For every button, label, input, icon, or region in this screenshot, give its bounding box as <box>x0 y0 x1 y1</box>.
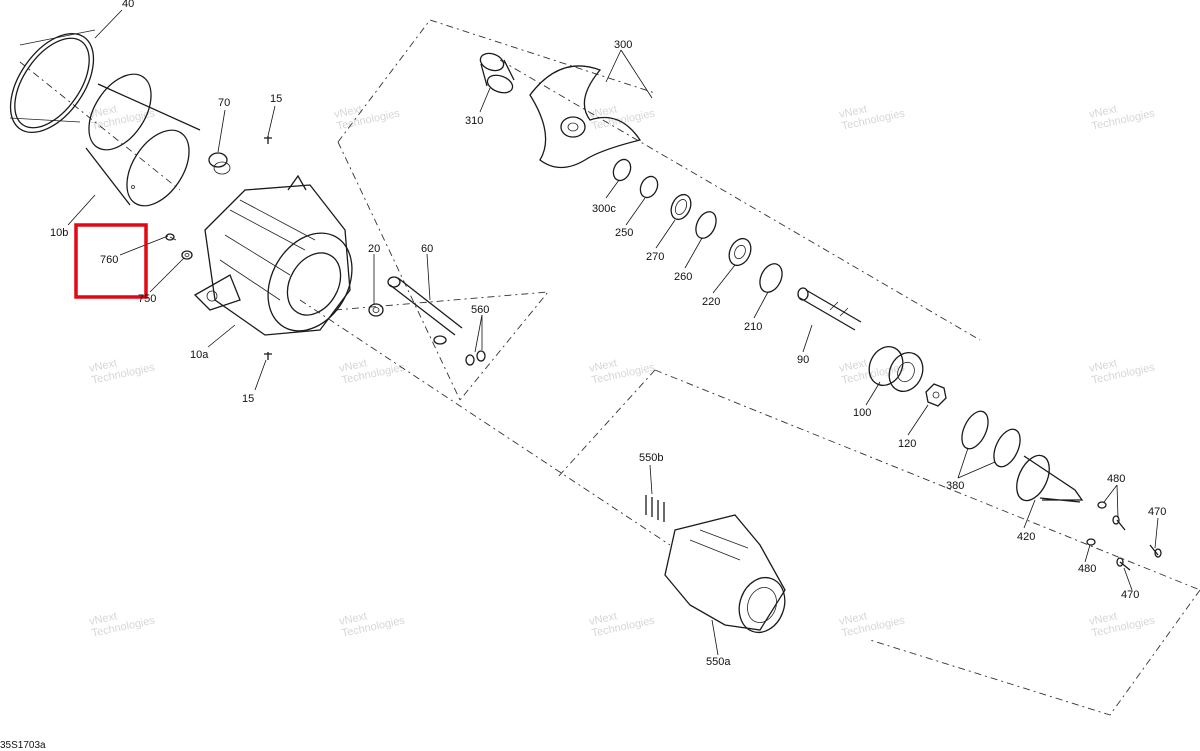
highlight-box-760 <box>74 223 148 299</box>
callout-760[interactable]: 760 <box>100 254 118 266</box>
callout-420[interactable]: 420 <box>1017 531 1035 543</box>
svg-text:vNext: vNext <box>1088 610 1118 628</box>
callout-270[interactable]: 270 <box>646 251 664 263</box>
part-550a-venturi <box>664 514 786 634</box>
callout-210[interactable]: 210 <box>744 321 762 333</box>
part-90-shaft <box>797 287 862 331</box>
svg-text:vNext: vNext <box>333 103 363 121</box>
part-300-impeller <box>529 65 642 169</box>
part-40-wear-ring <box>9 29 96 134</box>
callout-15-top[interactable]: 15 <box>270 93 282 105</box>
callout-550b[interactable]: 550b <box>639 452 663 464</box>
part-20-bushing <box>368 303 384 317</box>
part-470-screw-top <box>1112 515 1162 558</box>
part-10b-impeller-liner <box>85 73 201 207</box>
svg-text:vNext: vNext <box>338 610 368 628</box>
part-210-o-ring <box>759 263 783 293</box>
svg-text:vNext: vNext <box>838 610 868 628</box>
part-480-washer-top <box>1097 501 1107 509</box>
callout-10a[interactable]: 10a <box>190 349 209 361</box>
leader-lines <box>67 9 1159 656</box>
svg-text:vNext: vNext <box>338 357 368 375</box>
callout-480-bottom[interactable]: 480 <box>1078 563 1096 575</box>
callout-15-bottom[interactable]: 15 <box>242 393 254 405</box>
callout-550a[interactable]: 550a <box>706 656 731 668</box>
part-70-plug <box>208 152 231 175</box>
part-60-drain-tube <box>387 276 463 345</box>
part-550b-pins <box>645 495 665 522</box>
svg-text:vNext: vNext <box>838 357 868 375</box>
callout-310[interactable]: 310 <box>465 115 483 127</box>
svg-text:vNext: vNext <box>588 610 618 628</box>
callout-380[interactable]: 380 <box>946 480 964 492</box>
callout-250[interactable]: 250 <box>615 227 633 239</box>
callout-20[interactable]: 20 <box>368 243 380 255</box>
part-250-circlip <box>639 175 659 199</box>
callout-90[interactable]: 90 <box>797 354 809 366</box>
callout-560[interactable]: 560 <box>471 304 489 316</box>
callout-220[interactable]: 220 <box>702 296 720 308</box>
part-10a-pump-housing <box>193 174 353 336</box>
assembly-guide-lines <box>19 19 1200 716</box>
part-560-o-rings <box>465 350 486 366</box>
callout-120[interactable]: 120 <box>898 438 916 450</box>
callout-260[interactable]: 260 <box>674 271 692 283</box>
part-260-o-ring <box>695 211 717 239</box>
drawing-reference: 35S1703a <box>0 740 46 751</box>
part-270-seal <box>670 193 692 221</box>
part-300c-ring <box>612 158 632 182</box>
callout-70[interactable]: 70 <box>218 97 230 109</box>
callout-480-top[interactable]: 480 <box>1107 473 1125 485</box>
svg-text:vNext: vNext <box>1088 103 1118 121</box>
callout-300c[interactable]: 300c <box>592 203 616 215</box>
callout-470-top[interactable]: 470 <box>1148 506 1166 518</box>
callout-10b[interactable]: 10b <box>50 227 68 239</box>
svg-text:vNext: vNext <box>1088 357 1118 375</box>
svg-text:vNext: vNext <box>588 357 618 375</box>
part-420-cone <box>1016 454 1084 503</box>
part-480-washer-bottom <box>1086 538 1096 546</box>
svg-text:vNext: vNext <box>88 103 118 121</box>
part-380-o-rings <box>961 410 1021 468</box>
callout-750[interactable]: 750 <box>138 293 156 305</box>
callout-300[interactable]: 300 <box>614 39 632 51</box>
part-310-sleeve <box>479 52 515 94</box>
callout-60[interactable]: 60 <box>421 243 433 255</box>
callout-40[interactable]: 40 <box>122 0 134 10</box>
svg-text:vNext: vNext <box>88 610 118 628</box>
part-750-washer <box>181 250 193 260</box>
svg-text:vNext: vNext <box>588 103 618 121</box>
part-760-screw <box>165 233 177 241</box>
part-15-screw-bottom <box>264 352 272 360</box>
svg-text:vNext: vNext <box>838 103 868 121</box>
callout-100[interactable]: 100 <box>853 407 871 419</box>
part-470-screw-bottom <box>1116 557 1131 571</box>
part-220-bearing <box>728 237 752 267</box>
svg-text:vNext: vNext <box>88 357 118 375</box>
part-15-screw-top <box>264 136 272 144</box>
callout-labels: 40 10b 760 750 70 15 10a 15 20 60 560 31… <box>50 0 1166 668</box>
callout-470-bottom[interactable]: 470 <box>1121 589 1139 601</box>
part-100-bearing-housing <box>868 346 924 392</box>
part-120-nut <box>925 383 947 407</box>
